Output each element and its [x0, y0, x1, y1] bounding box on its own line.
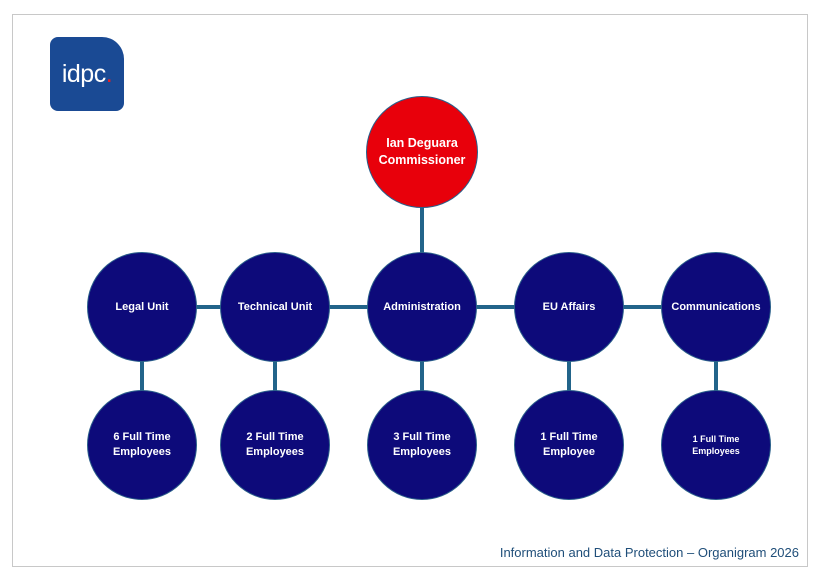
unit-label: Administration	[383, 300, 461, 313]
unit-label: Legal Unit	[115, 300, 169, 313]
staff-label: 3 Full Time Employees	[392, 431, 452, 458]
staff-node-communications: 1 Full Time Employees	[661, 390, 771, 500]
staff-node-eu-affairs: 1 Full Time Employee	[514, 390, 624, 500]
staff-label: 2 Full Time Employees	[245, 431, 305, 458]
staff-node-administration: 3 Full Time Employees	[367, 390, 477, 500]
commissioner-title: Commissioner	[378, 153, 466, 167]
unit-node-technical: Technical Unit	[220, 252, 330, 362]
staff-node-legal: 6 Full Time Employees	[87, 390, 197, 500]
staff-label: 1 Full Time Employee	[540, 431, 598, 458]
staff-node-technical: 2 Full Time Employees	[220, 390, 330, 500]
staff-label: 1 Full Time Employees	[692, 434, 740, 456]
unit-node-legal: Legal Unit	[87, 252, 197, 362]
logo-text: idpc	[61, 59, 106, 88]
unit-label: Communications	[671, 300, 761, 313]
commissioner-name: Ian Deguara	[386, 136, 458, 150]
idpc-logo: idpc.	[50, 37, 124, 111]
staff-label: 6 Full Time Employees	[112, 431, 172, 458]
unit-node-eu-affairs: EU Affairs	[514, 252, 624, 362]
logo-dot: .	[105, 59, 113, 88]
unit-node-communications: Communications	[661, 252, 771, 362]
page-frame	[12, 14, 808, 567]
footer-caption: Information and Data Protection – Organi…	[499, 545, 799, 560]
unit-label: Technical Unit	[237, 300, 313, 313]
unit-label: EU Affairs	[542, 300, 596, 313]
unit-node-administration: Administration	[367, 252, 477, 362]
